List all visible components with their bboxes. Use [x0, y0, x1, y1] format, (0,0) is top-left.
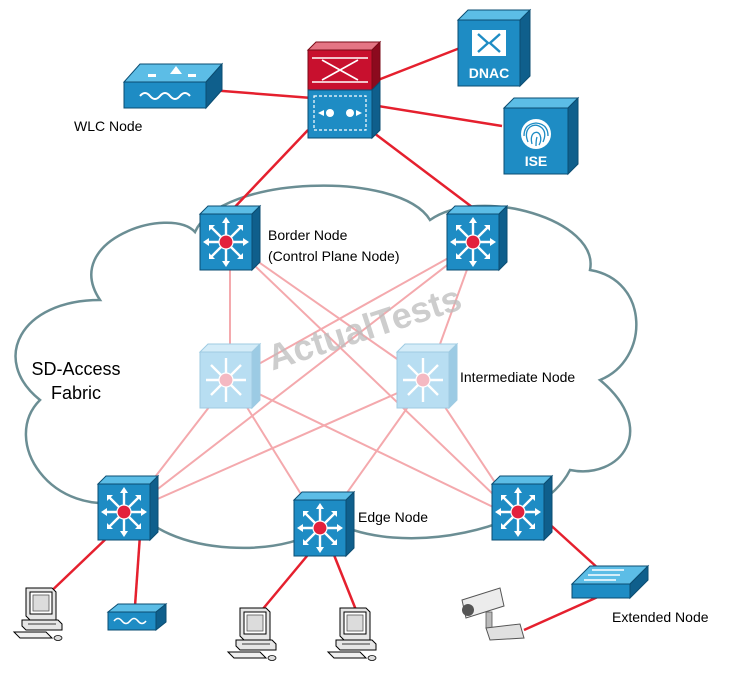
fabric-label: Fabric: [51, 383, 101, 403]
border-node-1-switch-icon[interactable]: [198, 204, 262, 272]
physical-links: [41, 46, 601, 632]
wlc-node-label: WLC Node: [74, 118, 143, 134]
ip-camera-icon[interactable]: [461, 587, 525, 641]
control-plane-node-label: (Control Plane Node): [268, 248, 400, 264]
dnac-icon[interactable]: DNAC: [456, 8, 532, 88]
edge-node-1-switch-icon[interactable]: [96, 474, 160, 542]
firewall-router-icon[interactable]: [306, 40, 382, 140]
workstation-2-icon[interactable]: [227, 607, 277, 661]
border-node-label: Border Node: [268, 227, 348, 243]
intermediate-node-label: Intermediate Node: [460, 369, 575, 385]
intermediate-node-2-switch-icon[interactable]: [395, 342, 459, 410]
sd-access-label: SD-Access: [31, 359, 120, 379]
workstation-1-icon[interactable]: [13, 587, 63, 641]
workstation-3-icon[interactable]: [327, 607, 377, 661]
edge-node-label: Edge Node: [358, 509, 428, 525]
ise-label: ISE: [525, 153, 548, 169]
edge-node-2-switch-icon[interactable]: [292, 490, 356, 558]
intermediate-node-1-switch-icon[interactable]: [198, 342, 262, 410]
access-point-icon[interactable]: [106, 602, 168, 632]
dnac-label: DNAC: [469, 65, 509, 81]
border-node-2-switch-icon[interactable]: [445, 204, 509, 272]
extended-node-switch-icon[interactable]: [570, 564, 650, 600]
wireless-lan-controller-icon[interactable]: [122, 62, 224, 110]
edge-node-3-switch-icon[interactable]: [490, 474, 554, 542]
extended-node-label: Extended Node: [612, 609, 709, 625]
ise-fingerprint-icon[interactable]: ISE: [502, 96, 580, 176]
